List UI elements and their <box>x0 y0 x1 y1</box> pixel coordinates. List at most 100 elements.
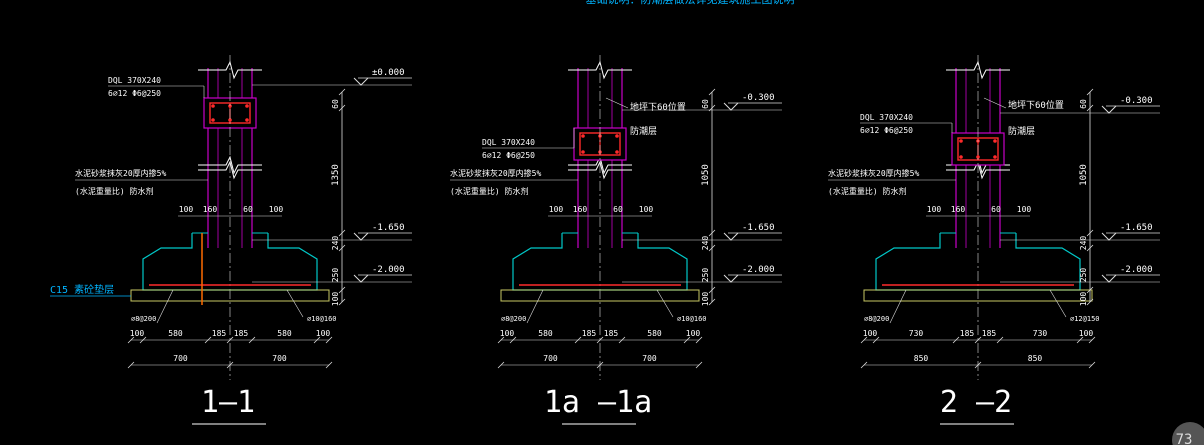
rebar-dot <box>615 134 619 138</box>
step-dim-1: 160 <box>203 205 218 214</box>
rebar-dot <box>959 139 963 143</box>
dim-tick <box>708 88 716 96</box>
bottom-dim-tick <box>683 336 691 344</box>
bottom-dim-3: 185 <box>604 329 619 338</box>
rebar-dot <box>581 150 585 154</box>
dim-tick <box>1086 104 1094 112</box>
section-title: 1—1 <box>201 385 255 420</box>
beam-rebar-label: 6⌀12 Φ6@250 <box>860 126 913 135</box>
dim-tick <box>338 229 346 237</box>
elev-top-label: -0.300 <box>742 93 775 103</box>
moisture-note: 防潮层 <box>1008 125 1035 137</box>
wall-note-leader <box>983 97 1007 109</box>
bottom-dim-tick <box>574 336 582 344</box>
bottom-dim-tick <box>860 336 868 344</box>
corner-badge-label: 73 <box>1176 432 1193 445</box>
bottom-dim-tick <box>618 336 626 344</box>
step-dim-0: 100 <box>179 205 194 214</box>
half-dim-left: 850 <box>914 354 929 363</box>
break-line-mid2 <box>568 160 632 180</box>
elev-top-triangle <box>353 77 369 86</box>
beam-label: DQL 370X240 <box>860 113 913 122</box>
dim-upper-60: 60 <box>331 99 340 109</box>
bottom-dim-2: 185 <box>960 329 975 338</box>
wall-note-leader <box>605 97 629 109</box>
wall-note: 地坪下60位置 <box>1008 99 1064 111</box>
bottom-dim-tick <box>204 336 212 344</box>
break-line-mid2 <box>946 160 1010 180</box>
bottom-dim-2: 185 <box>582 329 597 338</box>
rebar-dot <box>245 104 249 108</box>
elev-2000-label: -2.000 <box>372 265 405 275</box>
elev-top-triangle <box>723 102 739 111</box>
step-dim-1: 160 <box>573 205 588 214</box>
cushion-layer <box>500 289 700 302</box>
plaster-note-1: 水泥砂浆抹灰20厚内掺5% <box>450 168 541 178</box>
elev-1650-label: -1.650 <box>372 223 405 233</box>
bottom-dim-3: 185 <box>234 329 249 338</box>
half-dim-tick <box>497 361 505 369</box>
bottom-dim-1: 580 <box>538 329 553 338</box>
dim-250: 250 <box>701 268 710 283</box>
plaster-note-1: 水泥砂浆抹灰20厚内掺5% <box>828 168 919 178</box>
half-dim-tick <box>695 361 703 369</box>
dim-250: 250 <box>331 268 340 283</box>
break-line-mid <box>198 155 262 175</box>
rebar-dot <box>959 155 963 159</box>
elev-1650-label: -1.650 <box>742 223 775 233</box>
bottom-dim-5: 100 <box>686 329 701 338</box>
step-dim-0: 100 <box>927 205 942 214</box>
beam-label: DQL 370X240 <box>482 138 535 147</box>
dim-tick <box>1086 88 1094 96</box>
rebar-dot <box>228 118 232 122</box>
half-dim-tick <box>974 361 982 369</box>
half-dim-right: 700 <box>642 354 657 363</box>
dim-tick <box>708 298 716 306</box>
dim-main: 1050 <box>1079 164 1089 186</box>
dim-tick <box>338 104 346 112</box>
dim-100: 100 <box>331 292 340 307</box>
half-dim-right: 700 <box>272 354 287 363</box>
rebar-left-leader <box>526 289 544 324</box>
bottom-dim-2: 185 <box>212 329 227 338</box>
step-dim-2: 60 <box>991 205 1001 214</box>
step-dim-2: 60 <box>243 205 253 214</box>
rebar-left-label: ⌀8@200 <box>131 315 156 323</box>
dim-100: 100 <box>701 292 710 307</box>
section-title: 1a —1a <box>544 385 652 420</box>
bottom-dim-tick <box>872 336 880 344</box>
elev-top-label: ±0.000 <box>372 68 405 78</box>
half-dim-tick <box>596 361 604 369</box>
rebar-right-label: ⌀10@160 <box>307 315 337 323</box>
corner-badge <box>1172 422 1204 445</box>
step-dim-3: 100 <box>269 205 284 214</box>
elev-2000-triangle <box>723 274 739 283</box>
rebar-right-leader <box>286 289 304 318</box>
bottom-dim-tick <box>695 336 703 344</box>
dim-tick <box>338 88 346 96</box>
moisture-note: 防潮层 <box>630 125 657 137</box>
half-dim-tick <box>325 361 333 369</box>
bottom-dim-tick <box>139 336 147 344</box>
beam-rebar-label: 6⌀12 Φ6@250 <box>108 89 161 98</box>
dim-240: 240 <box>331 236 340 251</box>
half-dim-tick <box>127 361 135 369</box>
dim-upper-60: 60 <box>701 99 710 109</box>
step-dim-1: 160 <box>951 205 966 214</box>
half-dim-left: 700 <box>543 354 558 363</box>
beam-rebar-label: 6⌀12 Φ6@250 <box>482 151 535 160</box>
step-dim-3: 100 <box>639 205 654 214</box>
dim-tick <box>338 286 346 294</box>
step-dim-2: 60 <box>613 205 623 214</box>
dim-240: 240 <box>1079 236 1088 251</box>
half-dim-tick <box>860 361 868 369</box>
bottom-dim-0: 100 <box>500 329 515 338</box>
cushion-layer <box>863 289 1093 302</box>
rebar-right-label: ⌀10@160 <box>677 315 707 323</box>
bottom-dim-1: 730 <box>909 329 924 338</box>
bottom-dim-tick <box>509 336 517 344</box>
bottom-dim-tick <box>325 336 333 344</box>
elev-1650-triangle <box>353 232 369 241</box>
